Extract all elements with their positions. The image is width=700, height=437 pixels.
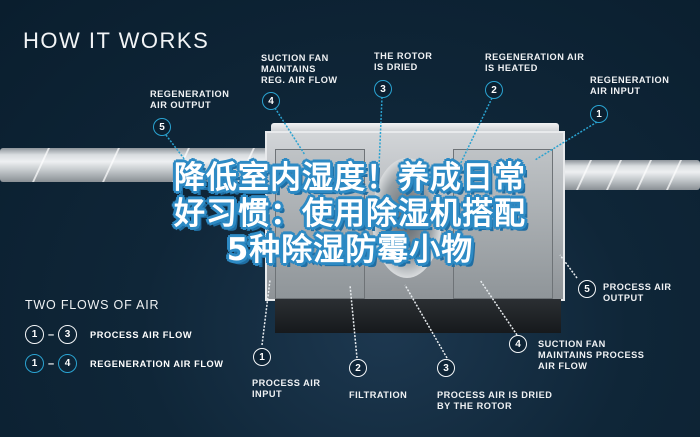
overlay-title-line-1: 降低室内湿度！养成日常: [174, 160, 526, 196]
callout-label-filtration: FILTRATION: [349, 390, 408, 400]
legend-dash: –: [47, 357, 55, 370]
right-duct-pipe: [555, 160, 700, 190]
desiccant-dehumidifier-unit: [265, 123, 565, 333]
callout-label-suction-fan-process: SUCTION FAN MAINTAINS PROCESS AIR FLOW: [538, 339, 645, 371]
left-duct-pipe: [0, 148, 280, 182]
callout-label-regeneration-input: REGENERATION AIR INPUT: [590, 75, 670, 96]
legend-from-badge: 1: [25, 354, 44, 373]
callout-label-process-input: PROCESS AIR INPUT: [252, 378, 321, 399]
step-badge-1-regeneration: 1: [590, 105, 608, 123]
callout-label-suction-fan-reg: SUCTION FAN MAINTAINS REG. AIR FLOW: [261, 53, 338, 85]
callout-label-regeneration-air-output: REGENERATION AIR OUTPUT: [150, 89, 230, 110]
legend-label: PROCESS AIR FLOW: [90, 329, 193, 340]
legend-from-badge: 1: [25, 325, 44, 344]
step-badge-1-process: 1: [253, 348, 271, 366]
callout-label-regeneration-heated: REGENERATION AIR IS HEATED: [485, 52, 585, 73]
legend-title: TWO FLOWS OF AIR: [25, 298, 160, 312]
overlay-title: 降低室内湿度！养成日常 好习惯：使用除湿机搭配 5种除湿防霉小物: [100, 160, 600, 268]
step-badge-2-regeneration: 2: [485, 81, 503, 99]
step-badge-3-regeneration: 3: [374, 80, 392, 98]
step-badge-5-regeneration: 5: [153, 118, 171, 136]
legend-label: REGENERATION AIR FLOW: [90, 358, 224, 369]
step-badge-2-process: 2: [349, 359, 367, 377]
legend-row-process: 1 – 3 PROCESS AIR FLOW: [25, 325, 192, 344]
overlay-title-line-2: 好习惯：使用除湿机搭配: [174, 196, 526, 232]
overlay-title-line-3: 5种除湿防霉小物: [226, 232, 474, 268]
step-badge-5-process: 5: [578, 280, 596, 298]
heading: HOW IT WORKS: [23, 28, 210, 53]
callout-label-rotor-dried: THE ROTOR IS DRIED: [374, 51, 433, 72]
step-badge-3-process: 3: [437, 359, 455, 377]
legend-row-regeneration: 1 – 4 REGENERATION AIR FLOW: [25, 354, 224, 373]
callout-label-process-dried: PROCESS AIR IS DRIED BY THE ROTOR: [437, 390, 553, 411]
step-badge-4-process: 4: [509, 335, 527, 353]
legend-to-badge: 3: [58, 325, 77, 344]
rotor-wheel: [372, 158, 442, 278]
callout-label-process-output: PROCESS AIR OUTPUT: [603, 282, 672, 303]
step-badge-4-regeneration: 4: [262, 92, 280, 110]
legend-to-badge: 4: [58, 354, 77, 373]
legend-dash: –: [47, 328, 55, 341]
